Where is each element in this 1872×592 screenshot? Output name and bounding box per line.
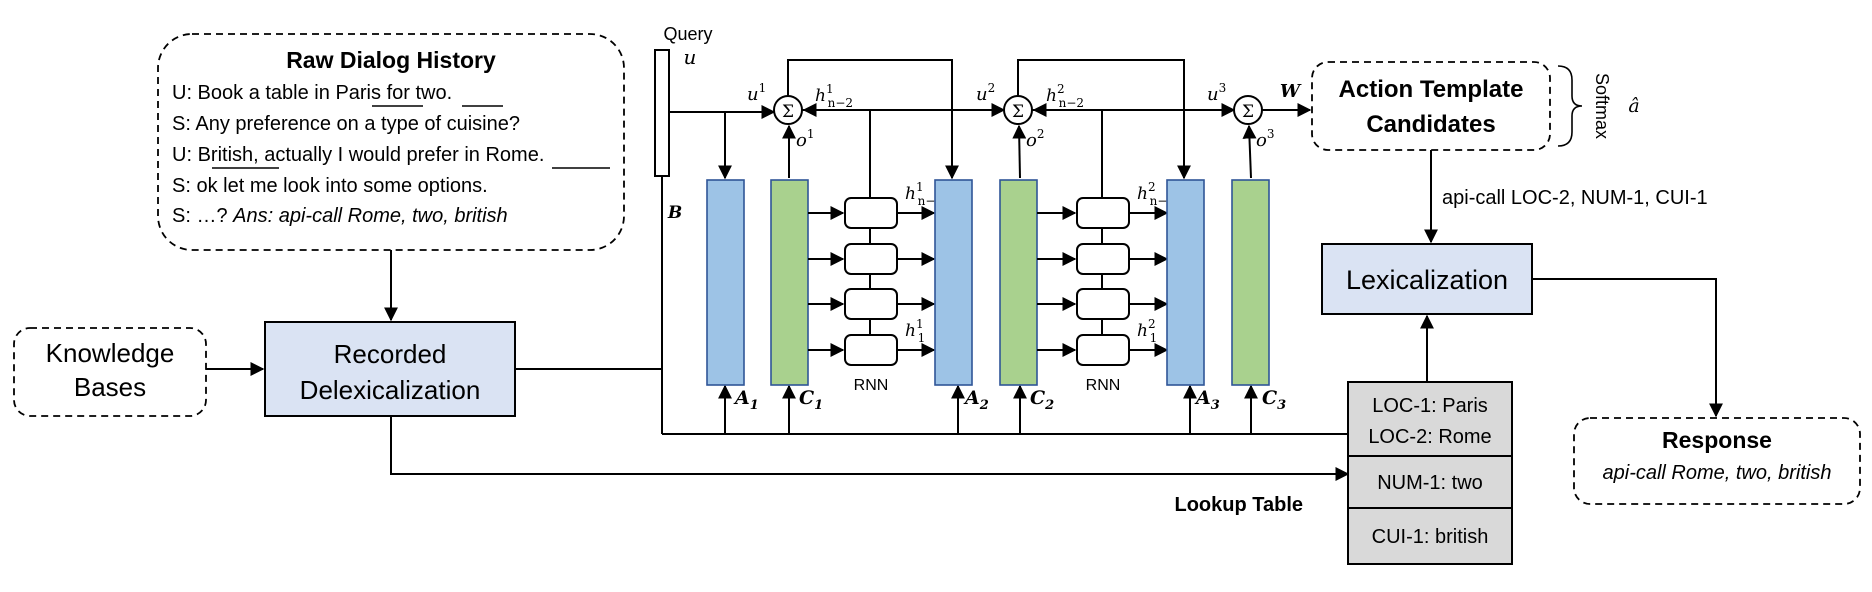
svg-text:Candidates: Candidates xyxy=(1366,111,1495,138)
lookup-cui1: CUI-1: british xyxy=(1372,526,1489,548)
memory-c3 xyxy=(1231,179,1270,386)
svg-text:W: W xyxy=(1280,81,1302,102)
svg-text:Σ: Σ xyxy=(1012,102,1024,122)
lookup-loc1: LOC-1: Paris xyxy=(1372,395,1488,417)
svg-text:RNN: RNN xyxy=(1086,377,1121,394)
svg-text:Σ: Σ xyxy=(782,102,794,122)
knowledge-bases-box: Knowledge Bases xyxy=(13,327,207,417)
memory-a3 xyxy=(1166,179,1205,386)
svg-text:Bases: Bases xyxy=(74,372,146,402)
lookup-table-title: Lookup Table xyxy=(1174,494,1303,516)
svg-text:Response: Response xyxy=(1662,427,1772,453)
raw-dialog-history-box: Raw Dialog History U: Book a table in Pa… xyxy=(157,33,625,251)
memory-a1 xyxy=(706,179,745,386)
svg-text:Softmax: Softmax xyxy=(1592,73,1612,139)
dialog-line-4: S: ok let me look into some options. xyxy=(172,175,488,197)
svg-text:o2: o2 xyxy=(1026,127,1044,151)
rnn-cell-1-3 xyxy=(844,288,898,320)
lookup-num1: NUM-1: two xyxy=(1377,472,1483,494)
rnn-cell-2-1 xyxy=(1076,197,1130,229)
svg-text:h21: h21 xyxy=(1137,317,1157,345)
svg-text:C2: C2 xyxy=(1030,387,1054,413)
svg-text:api-call Rome, two, british: api-call Rome, two, british xyxy=(1603,462,1832,484)
recorded-delexicalization-box: Recorded Delexicalization xyxy=(264,321,516,417)
dialog-line-5: S: …? Ans: api-call Rome, two, british xyxy=(172,205,508,227)
svg-text:Action Template: Action Template xyxy=(1339,76,1524,103)
action-template-candidates-box: Action Template Candidates xyxy=(1311,61,1551,151)
dialog-line-1: U: Book a table in Paris for two. xyxy=(172,82,452,104)
memory-c2 xyxy=(999,179,1038,386)
response-box: Response api-call Rome, two, british xyxy=(1573,417,1861,505)
rnn-cell-1-1 xyxy=(844,197,898,229)
svg-text:C3: C3 xyxy=(1262,387,1286,413)
dialog-history-title: Raw Dialog History xyxy=(286,47,496,73)
softmax-brace xyxy=(1557,65,1583,147)
svg-text:Σ: Σ xyxy=(1242,102,1254,122)
svg-text:Knowledge: Knowledge xyxy=(46,338,175,368)
svg-text:h1n−2: h1n−2 xyxy=(815,82,853,110)
lookup-loc2: LOC-2: Rome xyxy=(1368,426,1491,448)
svg-text:C1: C1 xyxy=(799,387,823,413)
svg-text:u: u xyxy=(684,45,697,69)
svg-text:Delexicalization: Delexicalization xyxy=(300,375,481,405)
svg-text:A3: A3 xyxy=(1194,387,1220,413)
query-vector: Query u B xyxy=(654,24,713,223)
svg-text:B: B xyxy=(667,203,682,223)
dialog-line-2: S: Any preference on a type of cuisine? xyxy=(172,113,520,135)
lexicalization-box: Lexicalization xyxy=(1321,243,1533,315)
memory-c1 xyxy=(770,179,809,386)
svg-text:h11: h11 xyxy=(905,317,925,345)
rnn-cell-2-3 xyxy=(1076,288,1130,320)
svg-text:o3: o3 xyxy=(1256,127,1274,151)
rnn-cell-2-4 xyxy=(1076,334,1130,366)
svg-text:u2: u2 xyxy=(976,81,995,105)
svg-text:Query: Query xyxy=(663,24,712,44)
arrow-delex-to-lookup xyxy=(390,416,1350,481)
rnn-cell-2-2 xyxy=(1076,243,1130,275)
hop-3: Σ u3 o3 A3 C3 xyxy=(1166,81,1286,413)
memory-a2 xyxy=(934,179,973,386)
svg-text:Recorded: Recorded xyxy=(334,339,447,369)
svg-text:u3: u3 xyxy=(1207,81,1226,105)
svg-text:h2n−2: h2n−2 xyxy=(1046,82,1084,110)
svg-text:Lexicalization: Lexicalization xyxy=(1346,265,1508,295)
lookup-table: LOC-1: Paris LOC-2: Rome NUM-1: two CUI-… xyxy=(1347,381,1513,565)
svg-text:A2: A2 xyxy=(963,387,989,413)
svg-text:RNN: RNN xyxy=(854,377,889,394)
api-call-label: api-call LOC-2, NUM-1, CUI-1 xyxy=(1442,187,1708,209)
rnn-cell-1-2 xyxy=(844,243,898,275)
rnn-cell-1-4 xyxy=(844,334,898,366)
arrow-lexicalization-to-response xyxy=(1532,278,1723,418)
svg-text:o1: o1 xyxy=(796,127,814,151)
svg-text:â: â xyxy=(1628,95,1639,117)
svg-text:A1: A1 xyxy=(733,387,759,413)
svg-text:u1: u1 xyxy=(747,81,766,105)
dialog-line-3: U: British, actually I would prefer in R… xyxy=(172,144,544,166)
